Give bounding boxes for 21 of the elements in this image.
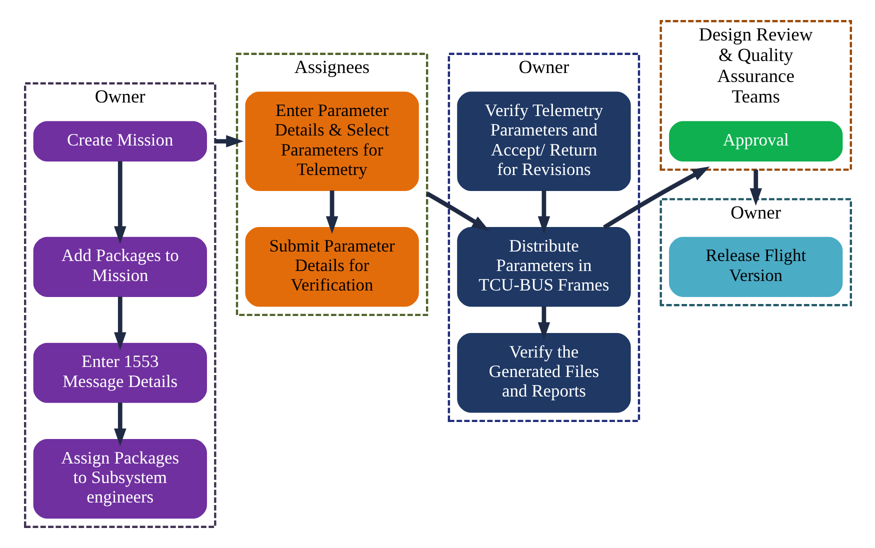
node-box: Enter Parameter Details & Select Parameters for Telemetry <box>244 92 418 191</box>
arrow <box>325 190 338 234</box>
node-box: Distribute Parameters in TCU-BUS Frames <box>456 227 630 307</box>
node-box: Create Mission <box>32 121 206 162</box>
node-box: Submit Parameter Details for Verification <box>244 227 418 307</box>
arrow <box>537 190 550 234</box>
arrow <box>114 161 126 244</box>
node-box: Add Packages to Mission <box>32 236 206 297</box>
arrow <box>114 402 126 446</box>
node-box: Verify the Generated Files and Reports <box>456 332 630 413</box>
arrow <box>749 170 762 206</box>
arrow <box>214 135 244 148</box>
arrow <box>537 306 550 340</box>
arrow <box>425 192 489 231</box>
arrow <box>114 296 126 350</box>
node-box: Approval <box>668 121 842 162</box>
node-box: Enter 1553 Message Details <box>32 342 206 403</box>
node-box: Assign Packages to Subsystem engineers <box>32 438 206 519</box>
node-box: Release Flight Version <box>668 236 842 297</box>
node-box: Verify Telemetry Parameters and Accept/ Return for Revisions <box>456 92 630 191</box>
arrow <box>602 166 710 230</box>
